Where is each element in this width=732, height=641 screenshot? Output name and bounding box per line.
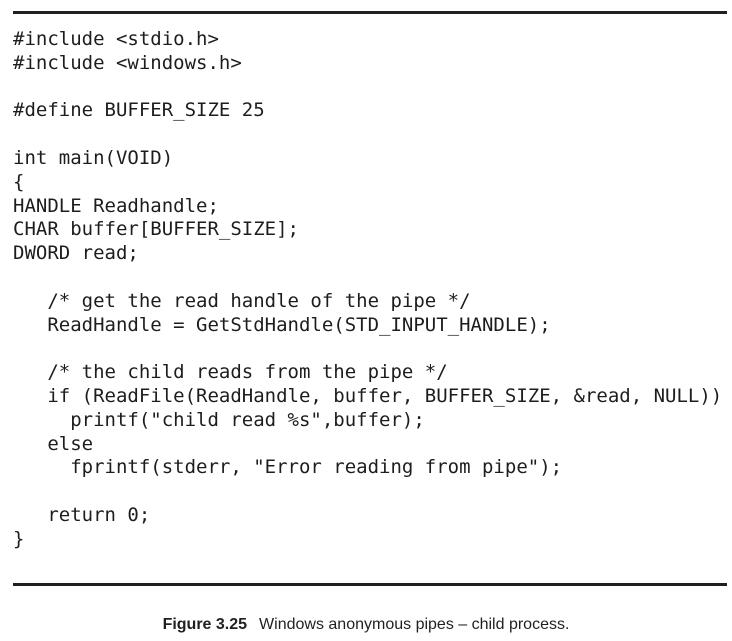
bottom-rule xyxy=(13,583,727,586)
top-rule xyxy=(13,11,727,14)
figure-caption: Figure 3.25 Windows anonymous pipes – chi… xyxy=(0,615,732,635)
code-listing: #include <stdio.h> #include <windows.h> … xyxy=(13,28,723,550)
figure-caption-text: Windows anonymous pipes – child process. xyxy=(259,616,570,633)
figure-caption-label: Figure 3.25 xyxy=(162,616,248,633)
